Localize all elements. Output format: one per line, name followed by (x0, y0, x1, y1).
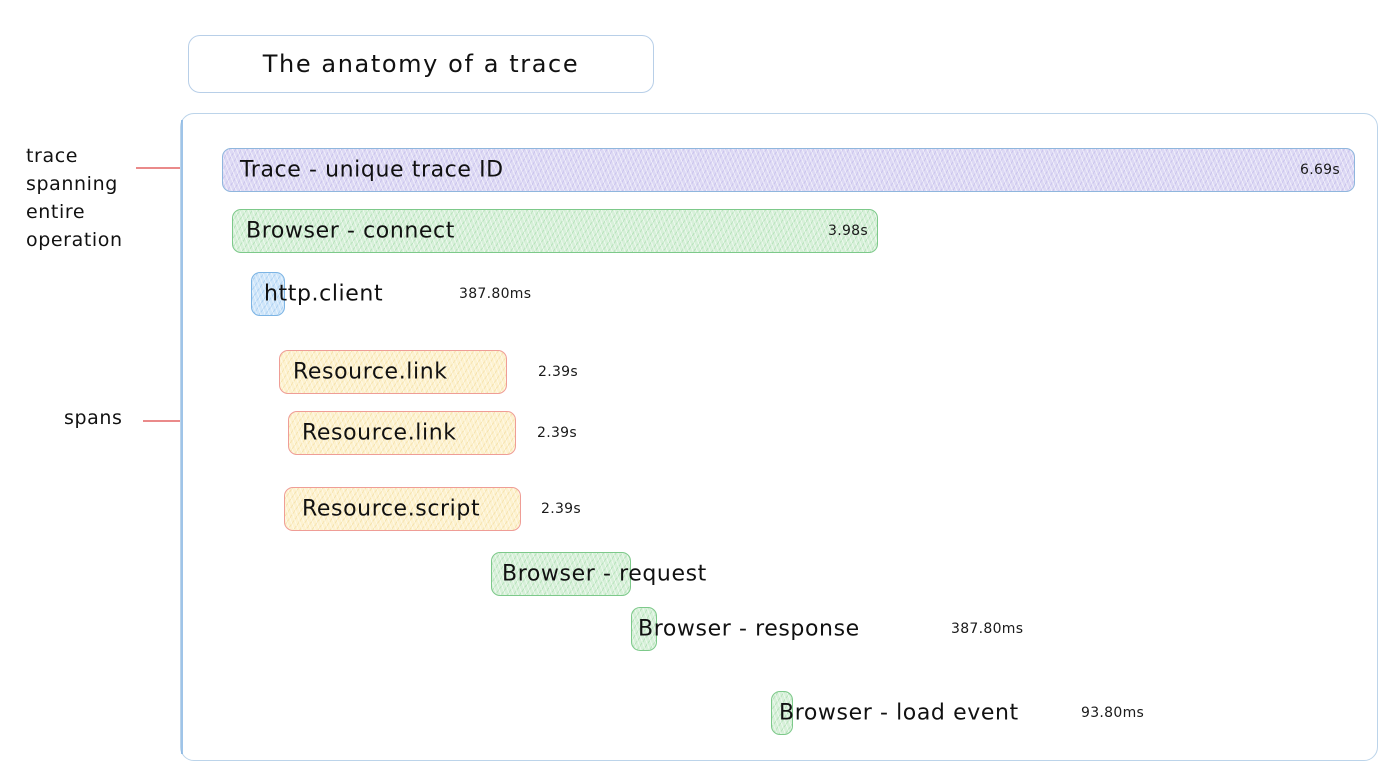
span-bar[interactable] (279, 350, 507, 394)
annotation-trace-leader-line (136, 167, 196, 169)
span-duration-label: 93.80ms (1081, 705, 1145, 721)
span-row[interactable]: Browser - response 387.80ms (0, 607, 1400, 651)
span-bar[interactable] (491, 552, 631, 596)
span-duration-label: 3.98s (828, 223, 868, 239)
annotation-trace-label: trace spanning entire operation (26, 145, 123, 251)
span-bar[interactable] (771, 691, 793, 735)
page-title: The anatomy of a trace (262, 50, 580, 78)
span-name-label: Browser - load event (779, 700, 1019, 726)
span-bar[interactable] (631, 607, 657, 651)
span-duration-label: 2.39s (538, 364, 578, 380)
span-bar[interactable] (222, 148, 1355, 192)
title-box: The anatomy of a trace (188, 35, 654, 93)
span-bar[interactable] (251, 272, 285, 316)
span-row[interactable]: Browser - request (0, 552, 1400, 596)
container-left-rule (181, 120, 183, 754)
span-duration-label: 2.39s (537, 425, 577, 441)
span-duration-label: 387.80ms (951, 621, 1024, 637)
span-bar[interactable] (284, 487, 521, 531)
span-duration-label: 2.39s (541, 501, 581, 517)
span-bar[interactable] (288, 411, 516, 455)
span-bar[interactable] (232, 209, 878, 253)
span-row[interactable]: Browser - load event 93.80ms (0, 691, 1400, 735)
span-name-label: Browser - response (638, 616, 860, 642)
span-duration-label: 6.69s (1300, 162, 1340, 178)
annotation-spans-label: spans (64, 407, 123, 429)
annotation-spans-leader-line (143, 420, 206, 422)
span-duration-label: 387.80ms (459, 286, 532, 302)
